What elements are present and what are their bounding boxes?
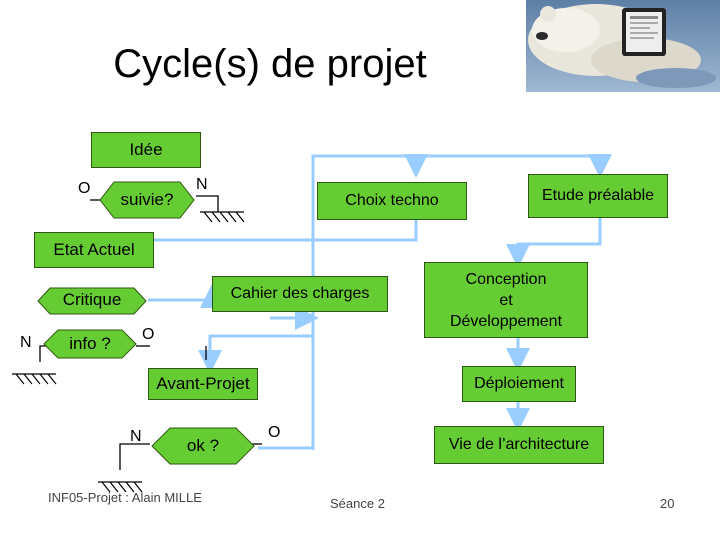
vie-architecture-box: Vie de l’architecture [434, 426, 604, 464]
critique-label: Critique [62, 290, 122, 309]
ground-symbols [12, 211, 245, 493]
etude-prealable-box: Etude préalable [528, 174, 668, 218]
suivie-label: suivie? [120, 190, 174, 209]
cahier-des-charges-box: Cahier des charges [212, 276, 388, 312]
footer-course: INF05-Projet : Alain MILLE [48, 490, 202, 505]
deploiement-box: Déploiement [462, 366, 576, 402]
label-o-ok: O [268, 424, 281, 441]
suivie-decision-shape [99, 181, 195, 219]
info-decision-shape [43, 329, 137, 359]
page-number: 20 [660, 496, 675, 511]
info-label: info ? [69, 334, 111, 353]
footer-session: Séance 2 [330, 496, 385, 511]
etat-actuel-box: Etat Actuel [34, 232, 154, 268]
label-o-info: O [142, 326, 155, 343]
label-n-ok: N [130, 428, 142, 445]
idee-box: Idée [91, 132, 201, 168]
label-n-info: N [20, 334, 32, 351]
ok-label: ok ? [186, 436, 220, 455]
conception-developpement-box: Conception et Développement [424, 262, 588, 338]
avant-projet-box: Avant-Projet [148, 368, 258, 400]
ok-decision-shape [151, 427, 255, 465]
choix-techno-box: Choix techno [317, 182, 467, 220]
label-o-suivie: O [78, 180, 91, 197]
polar-bear-photo [526, 0, 720, 92]
label-n-suivie: N [196, 176, 208, 193]
slide-title: Cycle(s) de projet [113, 42, 427, 86]
critique-shape [37, 287, 147, 315]
